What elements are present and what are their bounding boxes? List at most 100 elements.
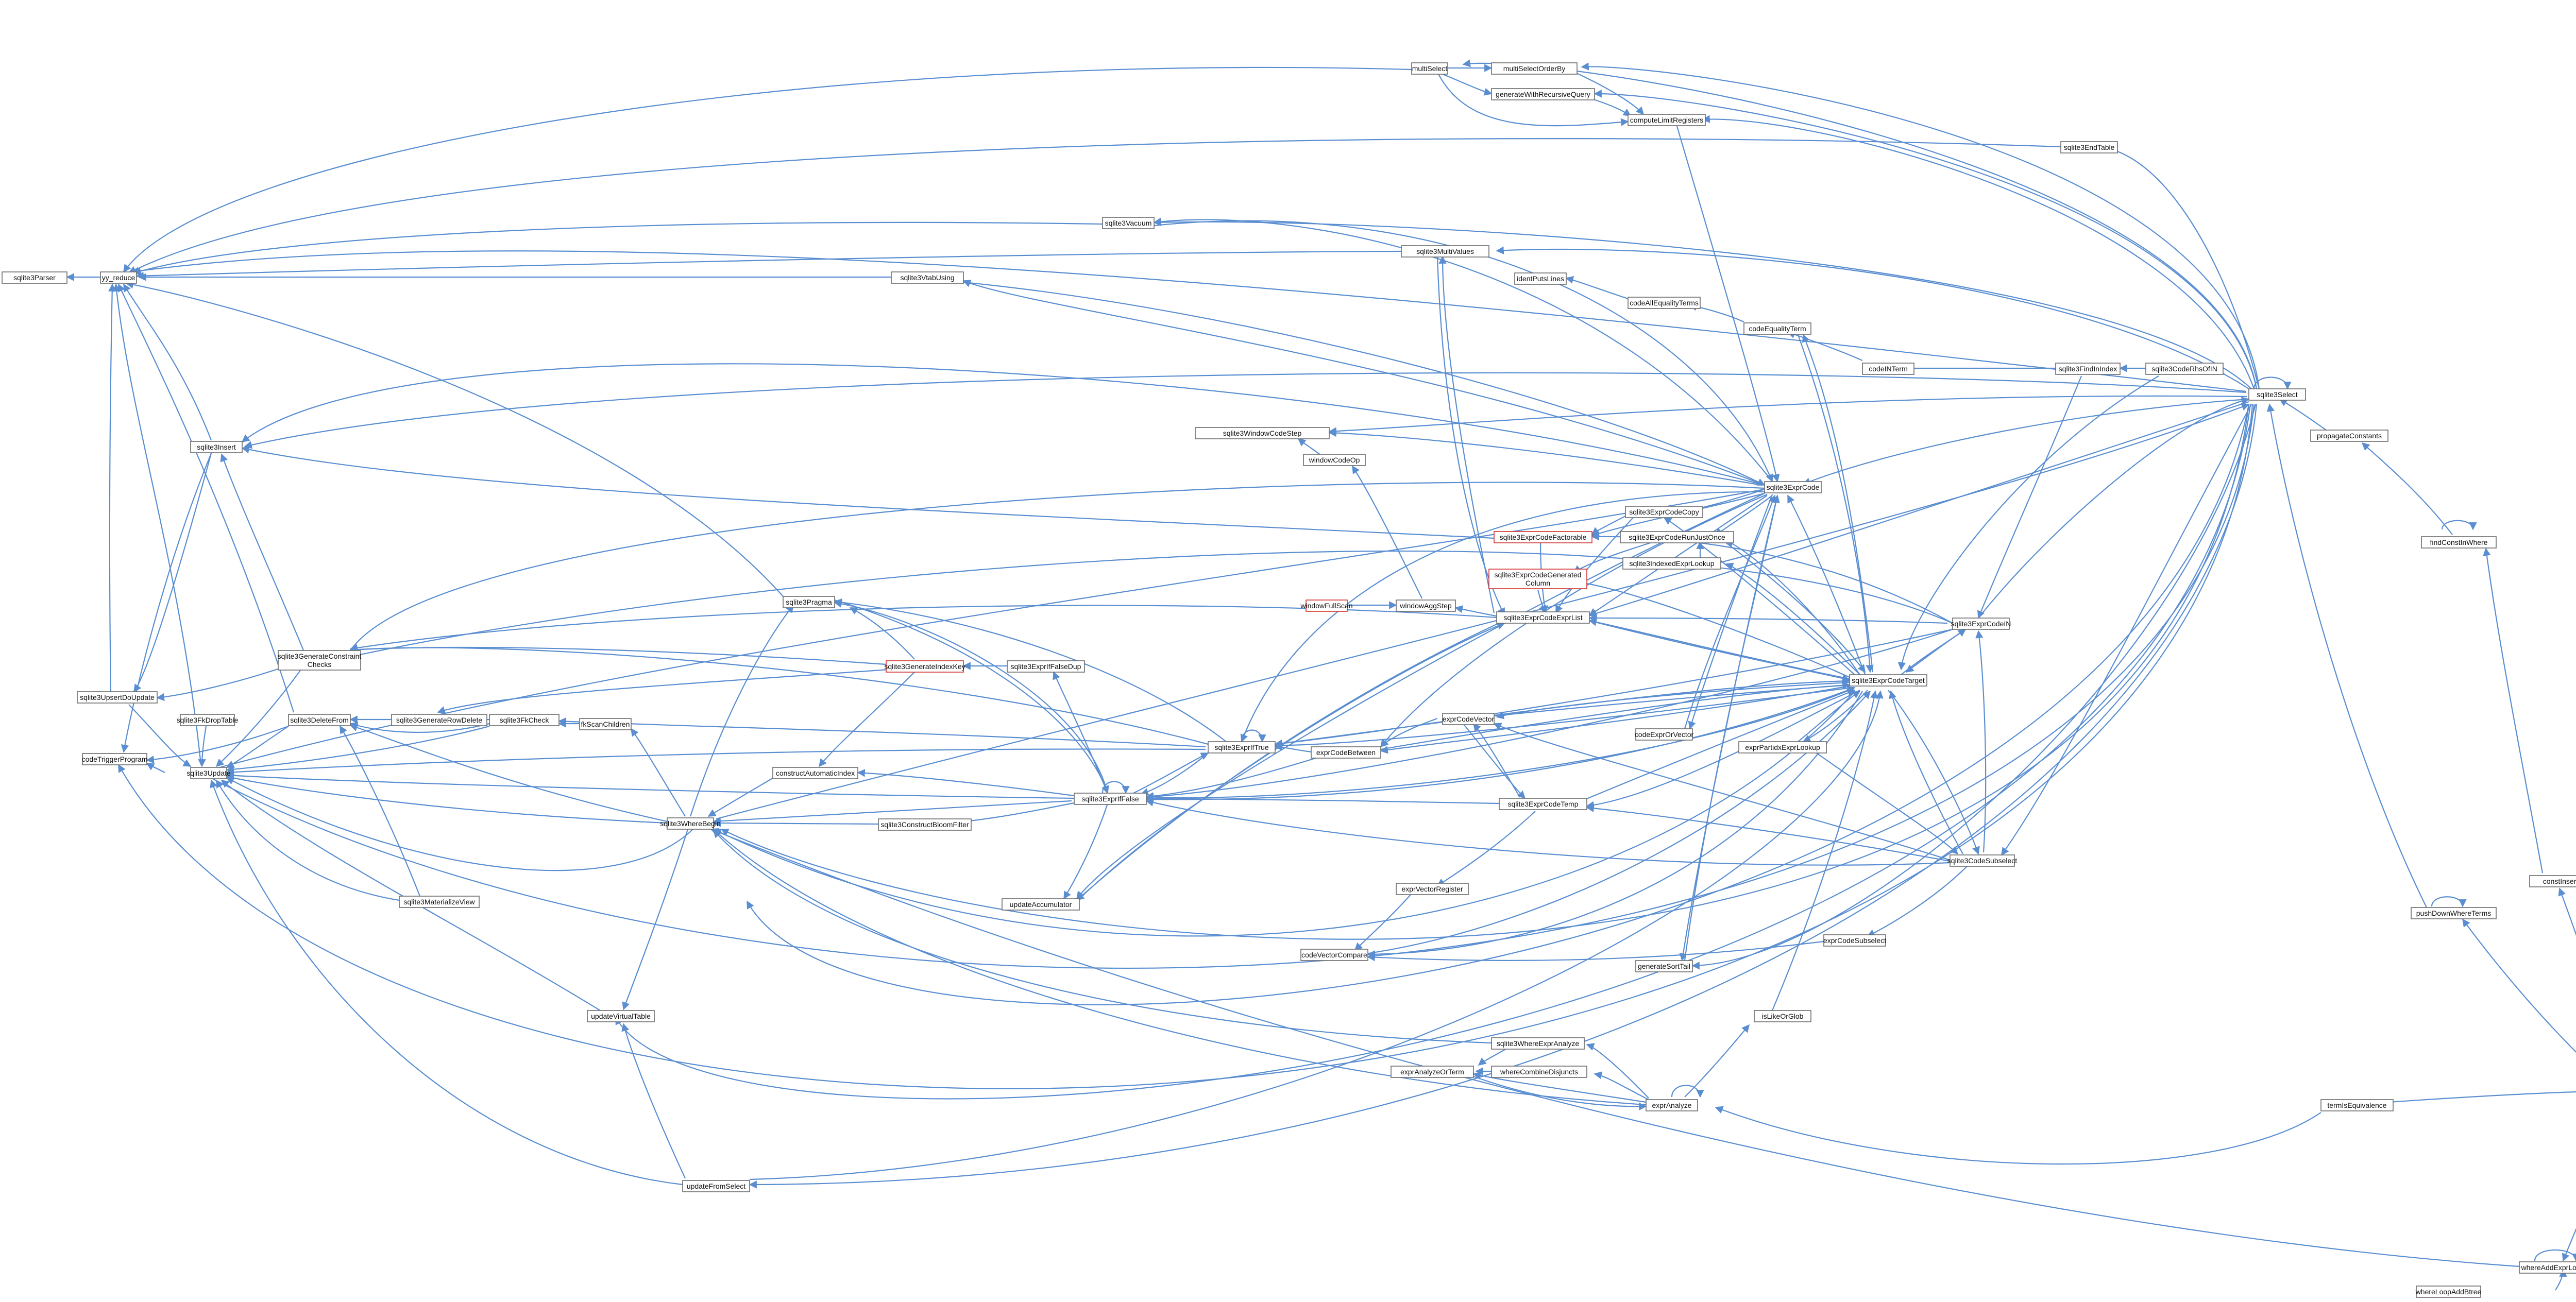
node-computeLimitRegisters[interactable]: computeLimitRegisters xyxy=(1628,114,1706,126)
node-box xyxy=(278,650,361,671)
node-label: windowFullScan xyxy=(1300,602,1352,610)
node-codeEqualityTerm[interactable]: codeEqualityTerm xyxy=(1743,322,1811,335)
node-constructAutomaticIndex[interactable]: constructAutomaticIndex xyxy=(772,767,858,779)
edge-sqlite3Pragma-to-yy_reduce xyxy=(125,281,784,597)
node-sqlite3ExprCode[interactable]: sqlite3ExprCode xyxy=(1764,481,1822,493)
node-multiSelectOrderBy[interactable]: multiSelectOrderBy xyxy=(1491,62,1578,75)
node-updateVirtualTable[interactable]: updateVirtualTable xyxy=(587,1010,655,1022)
node-sqlite3ExprIfFalse[interactable]: sqlite3ExprIfFalse xyxy=(1074,793,1147,805)
node-sqlite3FkCheck[interactable]: sqlite3FkCheck xyxy=(489,714,560,726)
node-propagateConstants[interactable]: propagateConstants xyxy=(2310,430,2388,442)
node-sqlite3MaterializeView[interactable]: sqlite3MaterializeView xyxy=(399,896,480,908)
node-exprCodeVector[interactable]: exprCodeVector xyxy=(1442,713,1495,725)
node-sqlite3ExprCodeExprList[interactable]: sqlite3ExprCodeExprList xyxy=(1496,611,1590,624)
node-generateSortTail[interactable]: generateSortTail xyxy=(1635,960,1693,972)
edge-exprCodeSubselect-to-codeVectorCompare xyxy=(1367,940,1824,962)
node-label: sqlite3WhereBegin xyxy=(660,819,721,828)
node-sqlite3CodeSubselect[interactable]: sqlite3CodeSubselect xyxy=(1947,854,2018,867)
node-constInsert[interactable]: constInsert xyxy=(2529,875,2576,887)
node-codeINTerm[interactable]: codeINTerm xyxy=(1862,363,1914,375)
node-sqlite3Pragma[interactable]: sqlite3Pragma xyxy=(783,596,835,608)
node-box xyxy=(2310,430,2388,442)
edge-sqlite3ExprDup-to-pushDownWhereTerms xyxy=(2462,918,2576,1053)
node-label: sqlite3ExprIfTrue xyxy=(1214,743,1269,751)
node-sqlite3FkDropTable[interactable]: sqlite3FkDropTable xyxy=(177,714,239,726)
node-sqlite3ExprCodeIN[interactable]: sqlite3ExprCodeIN xyxy=(1951,618,2011,630)
edge-sqlite3CodeSubselect-to-exprCodeVector xyxy=(1493,723,1951,861)
node-sqlite3WhereBegin[interactable]: sqlite3WhereBegin xyxy=(660,817,721,830)
node-yy_reduce[interactable]: yy_reduce xyxy=(100,271,137,284)
node-codeVectorCompare[interactable]: codeVectorCompare xyxy=(1300,949,1368,961)
node-box xyxy=(190,767,227,779)
node-isLikeOrGlob[interactable]: isLikeOrGlob xyxy=(1754,1010,1811,1022)
node-sqlite3ExprCodeRunJustOnce[interactable]: sqlite3ExprCodeRunJustOnce xyxy=(1620,531,1734,543)
node-exprPartidxExprLookup[interactable]: exprPartidxExprLookup xyxy=(1738,741,1827,753)
node-generateWithRecursiveQuery[interactable]: generateWithRecursiveQuery xyxy=(1491,88,1595,100)
node-sqlite3Select[interactable]: sqlite3Select xyxy=(2248,388,2306,401)
node-sqlite3MultiValues[interactable]: sqlite3MultiValues xyxy=(1401,245,1489,258)
node-fkScanChildren[interactable]: fkScanChildren xyxy=(579,718,632,730)
edge-sqlite3MaterializeView-to-sqlite3DeleteFrom xyxy=(340,725,421,897)
node-identPutsLines[interactable]: identPutsLines xyxy=(1514,272,1567,285)
node-box xyxy=(1620,531,1734,543)
node-codeAllEqualityTerms[interactable]: codeAllEqualityTerms xyxy=(1628,297,1701,309)
edge-sqlite3GenerateIndexKey-to-constructAutomaticIndex xyxy=(819,672,915,767)
node-sqlite3ExprCodeTemp[interactable]: sqlite3ExprCodeTemp xyxy=(1499,798,1587,810)
node-sqlite3ConstructBloomFilter[interactable]: sqlite3ConstructBloomFilter xyxy=(878,818,972,831)
edge-sqlite3UpsertDoUpdate-to-yy_reduce xyxy=(108,283,116,692)
node-sqlite3FindInIndex[interactable]: sqlite3FindInIndex xyxy=(2055,363,2121,375)
node-box xyxy=(1102,217,1155,229)
edge-sqlite3CodeRhsOfIN-to-sqlite3ExprCodeTarget xyxy=(1897,375,2159,671)
node-sqlite3Vacuum[interactable]: sqlite3Vacuum xyxy=(1102,217,1155,229)
node-multiSelect[interactable]: multiSelect xyxy=(1411,62,1448,75)
node-sqlite3WhereExprAnalyze[interactable]: sqlite3WhereExprAnalyze xyxy=(1491,1037,1585,1050)
node-whereLoopAddBtree[interactable]: whereLoopAddBtree xyxy=(2415,1286,2482,1298)
node-windowFullScan[interactable]: windowFullScan xyxy=(1300,599,1353,612)
node-sqlite3EndTable[interactable]: sqlite3EndTable xyxy=(2060,141,2118,153)
node-label: whereAddExprLoop xyxy=(2521,1263,2576,1272)
node-sqlite3Parser[interactable]: sqlite3Parser xyxy=(2,271,67,284)
node-box xyxy=(1002,898,1080,911)
node-exprCodeBetween[interactable]: exprCodeBetween xyxy=(1311,746,1381,759)
node-whereAddExprLoop[interactable]: whereAddExprLoop xyxy=(2519,1261,2576,1274)
node-updateFromSelect[interactable]: updateFromSelect xyxy=(682,1180,750,1192)
edge-sqlite3Insert-to-sqlite3UpsertDoUpdate xyxy=(133,453,212,693)
edge-sqlite3MaterializeView-to-sqlite3Update xyxy=(216,779,400,901)
node-updateAccumulator[interactable]: updateAccumulator xyxy=(1002,898,1080,911)
node-sqlite3CodeRhsOfIN[interactable]: sqlite3CodeRhsOfIN xyxy=(2145,363,2224,375)
node-sqlite3Insert[interactable]: sqlite3Insert xyxy=(190,441,243,453)
node-sqlite3ExprCodeTarget[interactable]: sqlite3ExprCodeTarget xyxy=(1849,674,1927,687)
node-sqlite3ExprCodeCopy[interactable]: sqlite3ExprCodeCopy xyxy=(1625,506,1703,518)
node-sqlite3VtabUsing[interactable]: sqlite3VtabUsing xyxy=(891,271,964,284)
edge-sqlite3ExprIfFalse-to-constructAutomaticIndex xyxy=(857,769,1075,797)
edge-exprAnalyze-to-sqlite3WhereBegin xyxy=(713,828,1647,1106)
node-sqlite3GenerateIndexKey[interactable]: sqlite3GenerateIndexKey xyxy=(884,660,965,673)
node-sqlite3Update[interactable]: sqlite3Update xyxy=(187,767,231,779)
node-windowAggStep[interactable]: windowAggStep xyxy=(1396,599,1456,612)
edge-sqlite3CodeSubselect-to-exprCodeSubselect xyxy=(1867,865,1969,937)
node-exprAnalyze[interactable]: exprAnalyze xyxy=(1646,1099,1698,1111)
node-exprAnalyzeOrTerm[interactable]: exprAnalyzeOrTerm xyxy=(1391,1066,1474,1078)
node-sqlite3ExprIfTrue[interactable]: sqlite3ExprIfTrue xyxy=(1208,741,1276,753)
node-sqlite3UpsertDoUpdate[interactable]: sqlite3UpsertDoUpdate xyxy=(77,691,158,704)
edge-sqlite3CodeSubselect-to-sqlite3ExprCodeTarget xyxy=(1888,690,1963,854)
node-sqlite3ExprIfFalseDup[interactable]: sqlite3ExprIfFalseDup xyxy=(1007,660,1085,673)
node-exprVectorRegister[interactable]: exprVectorRegister xyxy=(1396,883,1469,895)
node-whereCombineDisjuncts[interactable]: whereCombineDisjuncts xyxy=(1491,1066,1587,1078)
node-codeExprOrVector[interactable]: codeExprOrVector xyxy=(1635,728,1694,741)
node-sqlite3DeleteFrom[interactable]: sqlite3DeleteFrom xyxy=(288,714,351,726)
node-termIsEquivalence[interactable]: termIsEquivalence xyxy=(2320,1099,2394,1111)
node-sqlite3ExprCodeFactorable[interactable]: sqlite3ExprCodeFactorable xyxy=(1494,531,1592,543)
node-windowCodeOp[interactable]: windowCodeOp xyxy=(1303,454,1366,466)
node-sqlite3IndexedExprLookup[interactable]: sqlite3IndexedExprLookup xyxy=(1622,557,1721,570)
node-exprCodeSubselect[interactable]: exprCodeSubselect xyxy=(1823,934,1886,947)
node-sqlite3WindowCodeStep[interactable]: sqlite3WindowCodeStep xyxy=(1195,427,1330,439)
node-sqlite3GenerateRowDelete[interactable]: sqlite3GenerateRowDelete xyxy=(391,714,487,726)
node-box xyxy=(2519,1261,2576,1274)
node-findConstInWhere[interactable]: findConstInWhere xyxy=(2421,536,2497,549)
edge-sqlite3GenerateConstraintChecks-to-sqlite3UpsertDoUpdate xyxy=(156,664,289,701)
node-codeTriggerProgram[interactable]: codeTriggerProgram xyxy=(82,753,148,765)
node-pushDownWhereTerms[interactable]: pushDownWhereTerms xyxy=(2411,907,2497,919)
